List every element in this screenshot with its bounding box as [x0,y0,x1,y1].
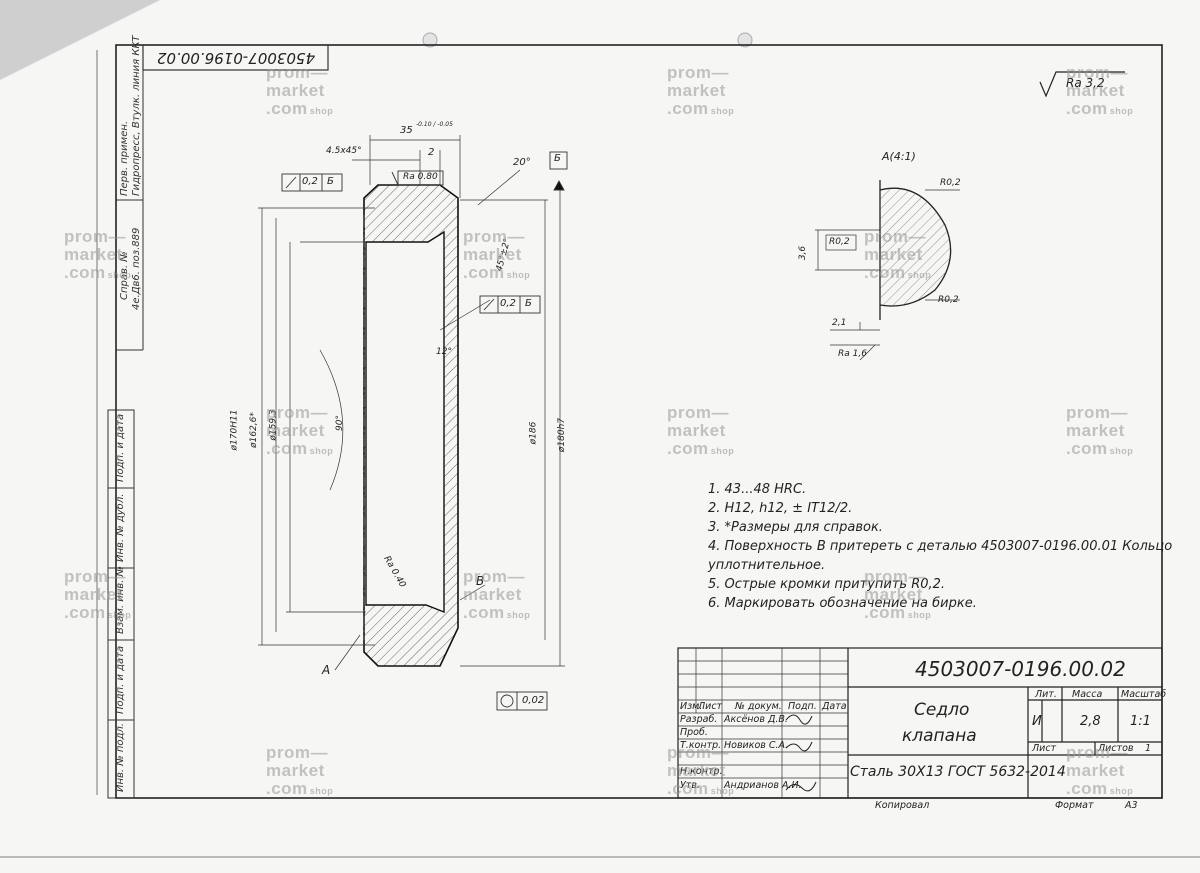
side-inv-dubl: Инв. № дубл. [115,493,126,562]
dim-3-6: 3,6 [798,245,809,261]
tb-hdr-data: Дата [822,701,847,712]
tb-name-tkontr: Новиков С.А. [724,740,789,751]
tb-sheet-label: Лист [1032,743,1057,754]
tb-role-prov: Проб. [680,727,708,738]
datum-b: Б [554,153,561,164]
note-3: 3. *Размеры для справок. [708,520,883,535]
dim-d180: ø180h7 [557,417,568,453]
dim-d170: ø170H11 [229,409,240,451]
roughness-16: Ra 1,6 [838,349,867,359]
radius-1: R0,2 [940,178,961,188]
view-a-label: A [322,663,331,677]
note-4: 4. Поверхность В притереть с деталью 450… [708,539,1173,554]
view-b-label: B [476,574,485,588]
radius-3: R0,2 [938,295,959,305]
sheet-frame [115,44,1163,799]
dim-35: 35 [400,125,413,136]
dim-chamfer: 4.5x45° [326,146,362,156]
tol-datum-mid: Б [525,298,532,309]
dim-d186: ø186 [528,421,539,445]
dim-12deg: 12° [436,347,452,357]
dim-2-1: 2,1 [832,318,847,328]
tb-role-tkontr: Т.контр. [680,740,722,751]
tb-sheets-value: 1 [1145,743,1152,754]
radius-2: R0,2 [829,237,850,247]
tb-doc-number: 4503007-0196.00.02 [915,657,1126,681]
tol-value-mid: 0,2 [500,298,516,309]
roughness-080: Ra 0.80 [403,172,438,182]
tol-datum-top: Б [327,176,334,187]
tb-lit-label: Лит. [1035,689,1057,700]
tb-hdr-podp: Подп. [788,701,817,712]
side-podp-data-2: Подп. и дата [115,645,126,714]
side-perv-primen-val: Гидропресс, Втулк. линия ККТ [131,35,142,196]
tol-circularity: 0,02 [522,695,545,706]
tb-format-value: А3 [1125,800,1138,811]
tb-hdr-list: Лист [698,701,723,712]
tb-name-razrab: Аксёнов Д.В. [724,714,788,725]
dim-20deg: 20° [513,157,531,168]
note-4-cont: уплотнительное. [708,558,826,573]
tb-hdr-izm: Изм. [680,701,703,712]
general-roughness: Ra 3,2 [1066,76,1105,90]
tb-lit-value: И [1032,714,1042,729]
note-6: 6. Маркировать обозначение на бирке. [708,596,977,611]
dim-2: 2 [428,147,435,158]
tb-scale-value: 1:1 [1130,714,1151,729]
tb-role-utv: Утв. [680,780,700,791]
title-block-grid [677,647,1163,799]
tb-name-utv: Андрианов А.И. [724,780,802,791]
side-podp-data-1: Подп. и дата [115,413,126,482]
tb-role-nkontr: Н.контр. [680,766,723,777]
tb-format-label: Формат [1055,800,1094,811]
tb-scale-label: Масштаб [1121,689,1167,700]
tb-name-line2: клапана [902,726,977,746]
dim-35-tol: -0.10 / -0.05 [416,121,453,128]
technical-notes: 1. 43...48 HRC. 2. H12, h12, ± IT12/2. 3… [708,480,1173,613]
tb-mass-label: Масса [1072,689,1103,700]
tb-name-line1: Седло [914,700,970,720]
tb-mass-value: 2,8 [1080,714,1101,729]
dim-d162: ø162,6* [248,412,259,448]
note-1: 1. 43...48 HRC. [708,482,807,497]
section-label: A(4:1) [882,150,916,163]
tb-copied: Копировал [875,800,930,811]
note-2: 2. H12, h12, ± IT12/2. [708,501,853,516]
punch-hole [737,32,753,48]
tb-sheets-label: Листов [1098,743,1134,754]
side-perv-primen: Перв. примен. [119,120,130,196]
tb-material: Сталь 30Х13 ГОСТ 5632-2014 [850,764,1066,780]
side-inv-podl: Инв. № подл. [115,723,126,792]
note-5: 5. Острые кромки притупить R0,2. [708,577,946,592]
punch-hole [422,32,438,48]
tb-role-razrab: Разраб. [680,714,718,725]
tb-hdr-doc: № докум. [735,701,782,712]
tol-value-top: 0,2 [302,176,318,187]
scan-shadow [0,0,160,80]
